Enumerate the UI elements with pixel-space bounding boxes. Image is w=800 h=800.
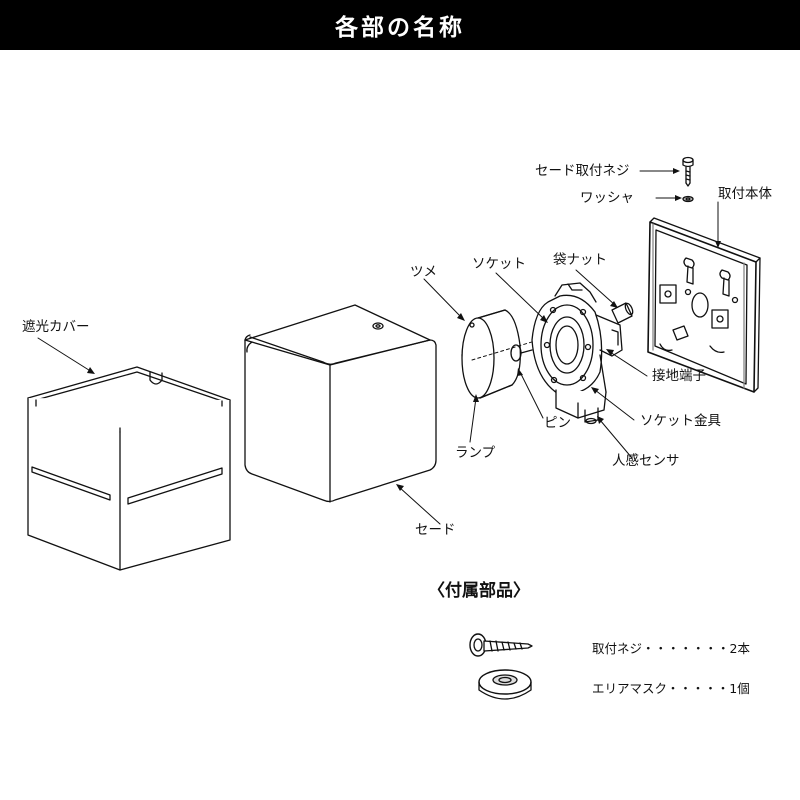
label-pin: ピン <box>544 415 571 431</box>
washer-drawing <box>682 195 694 203</box>
accessories-title: 〈付属部品〉 <box>428 581 530 601</box>
accessory-name: 取付ネジ <box>592 641 643 656</box>
label-socket-bracket: ソケット金具 <box>640 413 721 429</box>
label-mount-body: 取付本体 <box>718 186 772 202</box>
accessory-row-screw: 取付ネジ・・・・・・・2本 <box>592 638 750 657</box>
accessory-qty: 1個 <box>729 681 750 696</box>
label-motion-sensor: 人感センサ <box>612 453 680 469</box>
shade-drawing <box>244 304 437 503</box>
label-bag-nut: 袋ナット <box>553 252 607 268</box>
accessory-name: エリアマスク <box>592 681 667 696</box>
label-shield-cover: 遮光カバー <box>22 319 90 335</box>
lamp-drawing <box>461 309 533 399</box>
area-mask-icon <box>478 669 532 700</box>
label-shade-screw: セード取付ネジ <box>535 163 630 179</box>
leader-lines <box>37 170 719 525</box>
label-tab: ツメ <box>410 264 437 280</box>
mount-body-drawing <box>647 217 761 393</box>
label-ground-terminal: 接地端子 <box>652 368 706 384</box>
accessory-row-area-mask: エリアマスク・・・・・1個 <box>592 678 750 697</box>
label-washer: ワッシャ <box>580 190 634 206</box>
bag-nut-drawing <box>611 302 634 324</box>
label-socket: ソケット <box>472 256 526 272</box>
accessory-qty: 2本 <box>729 641 750 656</box>
page-title: 各部の名称 <box>335 15 465 41</box>
shield-cover-drawing <box>27 366 231 571</box>
accessory-dots: ・・・・・ <box>666 681 730 696</box>
screw-icon <box>469 633 533 657</box>
label-lamp: ランプ <box>455 445 496 461</box>
socket-assembly-drawing <box>531 282 623 425</box>
header-bar: 各部の名称 <box>0 0 800 50</box>
label-shade: セード <box>415 522 456 538</box>
accessory-dots: ・・・・・・・ <box>642 641 730 656</box>
shade-screw-drawing <box>682 156 694 187</box>
